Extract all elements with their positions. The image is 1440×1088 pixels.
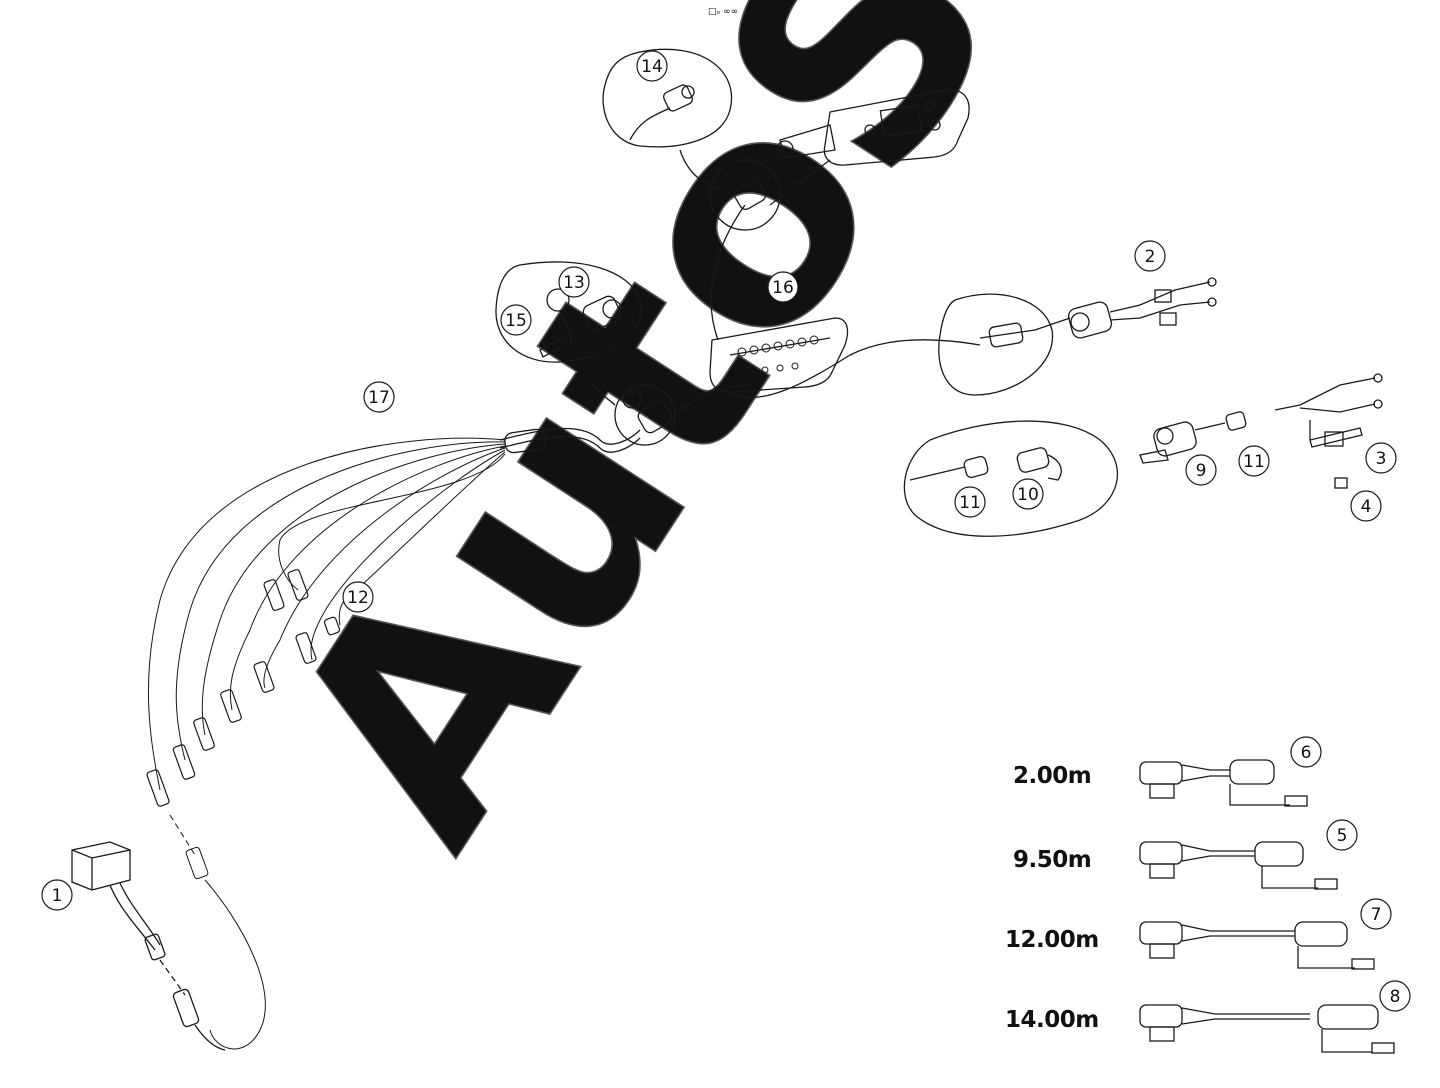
callout-circle: [41, 879, 73, 911]
callout-number: 15: [505, 311, 527, 331]
callout-number: 8: [1390, 987, 1401, 1007]
cable-length-labels: 2.00m 9.50m 12.00m 14.00m: [1005, 763, 1099, 1033]
callout-13: 13: [558, 266, 590, 298]
console-display-top: [776, 89, 970, 166]
callout-12: 12: [342, 581, 374, 613]
callout-6: 6: [1290, 736, 1322, 768]
cable-variant-8: [1139, 1004, 1395, 1054]
callout-16: 16: [767, 271, 799, 303]
callout-circle: [1012, 478, 1044, 510]
cable-variant-6: [1139, 759, 1308, 807]
callout-circle: [1350, 490, 1382, 522]
callout-circle: [363, 381, 395, 413]
callout-number: 1: [52, 886, 63, 906]
callout-number: 10: [1017, 485, 1039, 505]
callout-number: 6: [1301, 743, 1312, 763]
callout-circle: [636, 50, 668, 82]
control-box-16: [709, 317, 849, 393]
callout-circle: [954, 486, 986, 518]
length-label-6: 2.00m: [1013, 763, 1091, 789]
callout-circle: [500, 304, 532, 336]
detail-bubble-plug: [938, 293, 1054, 396]
top-mark: □ₒ ∞∞: [708, 7, 738, 17]
callout-number: 12: [347, 588, 369, 608]
callout-circle: [1326, 819, 1358, 851]
callout-11: 11: [954, 486, 986, 518]
detail-bubble-14: [602, 48, 733, 148]
callout-11: 11: [1238, 445, 1270, 477]
callout-3: 3: [1365, 442, 1397, 474]
callout-1: 1: [41, 879, 73, 911]
callout-number: 11: [1243, 452, 1265, 472]
main-cables: [499, 149, 1071, 454]
detail-bubble-13-15: [495, 261, 642, 363]
callout-number: 17: [368, 388, 390, 408]
callout-14: 14: [636, 50, 668, 82]
socket-assembly-2: [1067, 277, 1217, 339]
callout-circle: [342, 581, 374, 613]
callout-number: 2: [1145, 247, 1156, 267]
callout-circle: [1134, 240, 1166, 272]
callout-7: 7: [1360, 898, 1392, 930]
length-label-8: 14.00m: [1005, 1007, 1099, 1033]
callout-number: 5: [1337, 826, 1348, 846]
callout-circle: [1365, 442, 1397, 474]
cable-variant-5: [1139, 841, 1338, 890]
detail-bubble-10-11: [903, 420, 1119, 537]
callout-number: 4: [1361, 497, 1372, 517]
length-label-7: 12.00m: [1005, 927, 1099, 953]
callout-number: 14: [641, 57, 663, 77]
harness-fan-17: [146, 437, 506, 1050]
callout-8: 8: [1379, 980, 1411, 1012]
callout-circle: [1290, 736, 1322, 768]
callout-5: 5: [1326, 819, 1358, 851]
callout-circle: [558, 266, 590, 298]
callout-circle: [1238, 445, 1270, 477]
callout-number: 7: [1371, 905, 1382, 925]
length-label-5: 9.50m: [1013, 847, 1091, 873]
callout-circle: [1360, 898, 1392, 930]
item-1-junction-box: [71, 841, 226, 1051]
callout-15: 15: [500, 304, 532, 336]
callout-number: 13: [563, 273, 585, 293]
callout-4: 4: [1350, 490, 1382, 522]
watermark: AutoSoft: [221, 0, 1328, 899]
svg-text:AutoSoft: AutoSoft: [222, 0, 1327, 899]
callout-9: 9: [1185, 454, 1217, 486]
callout-circle: [1185, 454, 1217, 486]
socket-9-and-parts: [1139, 373, 1383, 489]
callout-2: 2: [1134, 240, 1166, 272]
callout-circle: [767, 271, 799, 303]
callout-circle: [1379, 980, 1411, 1012]
callout-17: 17: [363, 381, 395, 413]
callout-10: 10: [1012, 478, 1044, 510]
callout-number: 9: [1196, 461, 1207, 481]
callout-number: 16: [772, 278, 794, 298]
cable-variant-7: [1139, 921, 1375, 970]
callout-number: 11: [959, 493, 981, 513]
callout-number: 3: [1376, 449, 1387, 469]
